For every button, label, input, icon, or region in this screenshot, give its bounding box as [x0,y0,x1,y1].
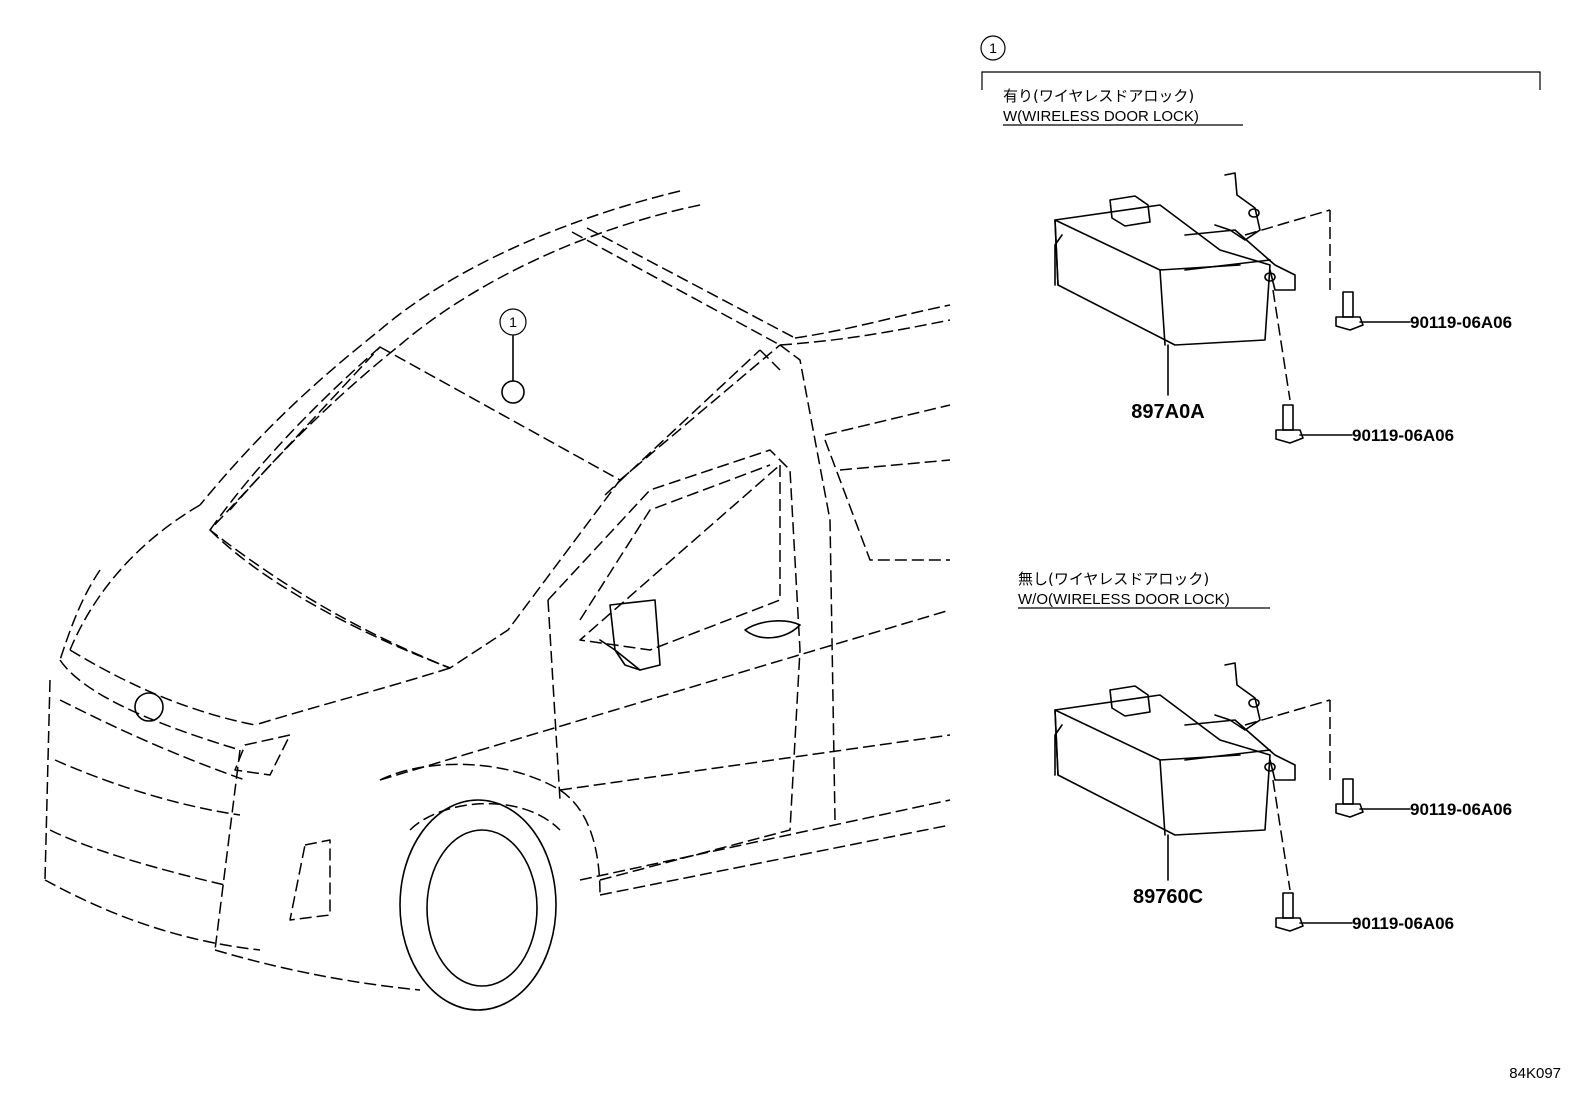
windshield-callout-number: 1 [509,314,517,330]
without-caption-jp: 無し(ワイヤレスドアロック) [1018,570,1209,588]
with-part-number: 897A0A [1131,401,1204,423]
without-caption-en: W/O(WIRELESS DOOR LOCK) [1018,591,1230,608]
diagram-code: 84K097 [1509,1065,1561,1082]
without-part-number: 89760C [1133,886,1203,908]
ecu-module-89760C [1054,662,1296,836]
ecu-module-897A0A [1054,172,1296,346]
bolt-icon [1335,291,1364,331]
section-callout: 1 [980,35,1541,90]
with-bolt-bottom-number: 90119-06A06 [1352,426,1454,445]
with-bolt-top-number: 90119-06A06 [1410,313,1512,332]
with-wireless-section: 有り(ワイヤレスドアロック) W(WIRELESS DOOR LOCK) 901 [1003,87,1512,445]
bolt-icon [1335,778,1364,818]
van-illustration: 1 [44,190,951,1011]
bolt-icon [1275,892,1304,932]
without-wireless-section: 無し(ワイヤレスドアロック) W/O(WIRELESS DOOR LOCK) 9… [1018,570,1512,933]
with-caption-en: W(WIRELESS DOOR LOCK) [1003,108,1199,125]
with-caption-jp: 有り(ワイヤレスドアロック) [1003,87,1194,105]
section-callout-number: 1 [989,40,997,56]
without-bolt-bottom-number: 90119-06A06 [1352,914,1454,933]
without-bolt-top-number: 90119-06A06 [1410,800,1512,819]
bolt-icon [1275,404,1304,444]
